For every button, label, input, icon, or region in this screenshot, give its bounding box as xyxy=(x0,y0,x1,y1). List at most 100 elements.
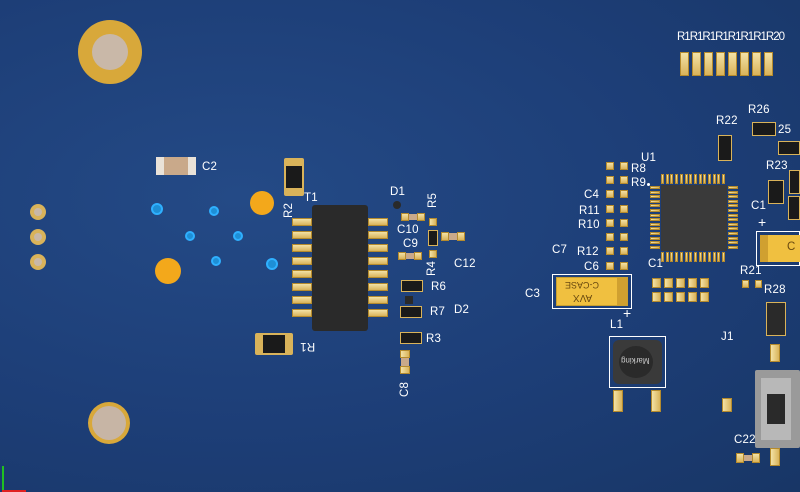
capacitor-c9[interactable] xyxy=(398,252,422,260)
tantalum-capacitor-right[interactable]: C xyxy=(756,231,800,266)
label-r1: R1 xyxy=(300,340,316,352)
u1-pin xyxy=(728,232,738,235)
label-r22: R22 xyxy=(716,115,738,127)
tantalum-capacitor-c3[interactable]: C-CASE AVX xyxy=(552,274,632,309)
resistor-r21[interactable] xyxy=(742,280,762,288)
u1-pin xyxy=(650,218,660,222)
u1-pin xyxy=(728,222,738,226)
u1-pin xyxy=(650,186,660,189)
smd-pad xyxy=(620,190,628,198)
label-r2: R2 xyxy=(283,202,295,218)
inductor-l1[interactable]: Marking xyxy=(609,336,666,388)
label-r1-r20-row: R1R1R1R1R1R1R1R20 xyxy=(677,31,785,43)
via xyxy=(151,203,163,215)
smd-pad xyxy=(620,205,628,213)
j1-shield-top xyxy=(766,302,786,336)
smd-pad xyxy=(620,247,628,255)
u1-pin xyxy=(728,195,738,199)
t1-pin xyxy=(368,283,388,291)
u1-pin xyxy=(728,186,738,189)
u1-pin xyxy=(650,236,660,240)
resistor-r23[interactable] xyxy=(789,170,800,194)
label-r10: R10 xyxy=(578,219,600,231)
capacitor-c12[interactable] xyxy=(441,232,465,241)
resistor-pad xyxy=(728,52,737,76)
ic-u1[interactable] xyxy=(661,185,727,251)
edge-pad-3 xyxy=(30,254,46,270)
u1-pin xyxy=(698,252,702,262)
u1-pin xyxy=(728,236,738,240)
via xyxy=(233,231,243,241)
label-r9: R9 xyxy=(631,177,647,189)
via xyxy=(185,231,195,241)
resistor-pad xyxy=(704,52,713,76)
u1-pin xyxy=(722,252,726,262)
resistor-r7[interactable] xyxy=(400,306,422,318)
capacitor-c2[interactable] xyxy=(156,157,196,175)
label-c12: C12 xyxy=(454,258,476,270)
resistor-r26[interactable] xyxy=(752,122,776,136)
t1-pin xyxy=(368,231,388,239)
u1-pin xyxy=(650,213,660,217)
resistor-r6[interactable] xyxy=(401,280,423,292)
label-r6: R6 xyxy=(431,281,447,293)
resistor-r4[interactable] xyxy=(427,218,439,258)
edge-pad-1 xyxy=(30,204,46,220)
u1-pin xyxy=(650,222,660,226)
t1-pin xyxy=(292,244,312,252)
u1-pin xyxy=(728,204,738,208)
resistor-r2[interactable] xyxy=(284,158,304,196)
u1-pin xyxy=(650,199,660,203)
label-r26: R26 xyxy=(748,104,770,116)
smd-pad xyxy=(606,262,614,270)
smd-pad xyxy=(700,278,709,288)
resistor-pad xyxy=(716,52,725,76)
resistor-r3[interactable] xyxy=(400,332,422,344)
label-d1: D1 xyxy=(390,186,406,198)
t1-body xyxy=(312,205,368,331)
via xyxy=(209,206,219,216)
l1-marking: Marking xyxy=(621,356,650,365)
label-j1: J1 xyxy=(721,331,734,343)
c3-marking-line1: C-CASE xyxy=(565,280,600,290)
resistor-side[interactable] xyxy=(788,196,800,220)
label-r5: R5 xyxy=(427,192,439,208)
smd-pad xyxy=(652,292,661,302)
capacitor-c8[interactable] xyxy=(400,350,410,374)
resistor-r25[interactable] xyxy=(778,141,800,155)
u1-pin xyxy=(679,174,683,184)
u1-pin xyxy=(728,190,738,194)
smd-pad xyxy=(620,162,628,170)
resistor-r1[interactable] xyxy=(255,333,293,355)
diode-d2[interactable] xyxy=(405,296,413,304)
label-c1-right: C1 xyxy=(751,200,767,212)
via xyxy=(211,256,221,266)
u1-pin xyxy=(717,252,721,262)
u1-pin xyxy=(665,252,669,262)
l1-pad-right xyxy=(651,390,661,412)
smd-pad xyxy=(620,262,628,270)
j1-pad xyxy=(770,448,780,466)
capacitor-c10[interactable] xyxy=(401,213,425,221)
label-plus-right: + xyxy=(758,214,767,230)
mounting-hole-bottom-drill xyxy=(92,406,126,440)
smd-pad xyxy=(620,176,628,184)
u1-pin xyxy=(712,252,716,262)
u1-pin xyxy=(684,252,688,262)
capacitor-c22[interactable] xyxy=(736,453,760,463)
resistor-pad xyxy=(692,52,701,76)
smd-pad xyxy=(620,233,628,241)
plated-hole xyxy=(250,191,274,215)
label-r23: R23 xyxy=(766,160,788,172)
t1-pin xyxy=(368,296,388,304)
capacitor-small[interactable] xyxy=(768,180,784,204)
t1-pin xyxy=(292,283,312,291)
resistor-r22[interactable] xyxy=(718,135,732,161)
j1-pad xyxy=(722,398,732,412)
usb-connector-j1[interactable] xyxy=(755,370,800,448)
resistor-pad xyxy=(752,52,761,76)
diode-d1[interactable] xyxy=(393,201,401,209)
mounting-hole-top-drill xyxy=(92,34,128,70)
u1-pin xyxy=(693,174,697,184)
